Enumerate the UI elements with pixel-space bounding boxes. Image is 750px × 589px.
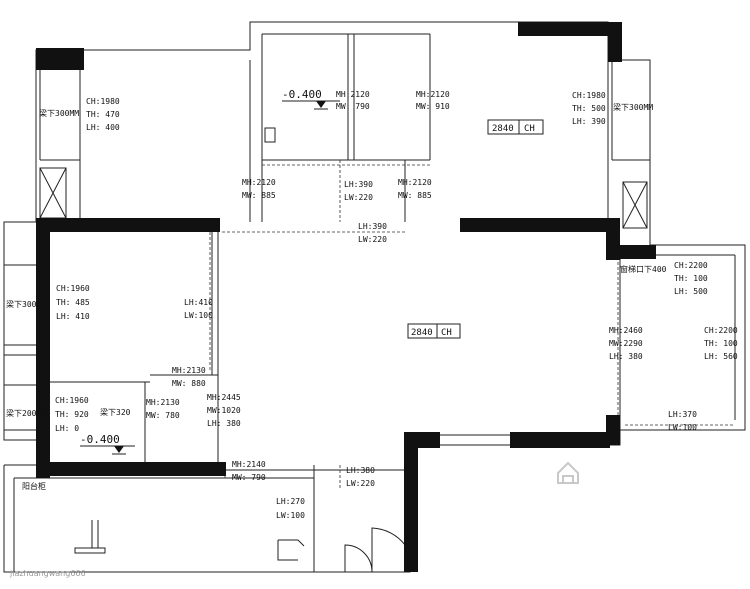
- annotation-line: LW:220: [358, 235, 387, 244]
- annotation-line: MH:2120: [336, 90, 370, 99]
- annotation-line: TH: 920: [55, 410, 89, 419]
- ch-value: 2840: [411, 328, 433, 338]
- annotation-center-door: MH:2445 MW:1020 LH: 380: [207, 393, 241, 428]
- annotation-right-room-mid: CH:2200 TH: 100 LH: 560: [704, 326, 738, 361]
- beam-note: 窗梯口下400: [620, 264, 667, 274]
- watermark-logo: [557, 461, 579, 484]
- annotation-line: LH:390: [358, 222, 387, 231]
- annotation-door-mid-left: MH:2120 MW: 885: [242, 178, 276, 200]
- annotation-line: LW:220: [346, 479, 375, 488]
- annotation-small-room: CH:1960 TH: 920 LH: 0: [55, 396, 89, 433]
- annotation-door-mid-right: MH:2120 MW: 885: [398, 178, 432, 200]
- annotation-line: LH: 410: [56, 312, 90, 321]
- annotation-line: MW: 790: [232, 473, 266, 482]
- annotation-bath1-window: MH:2120 MW: 790: [336, 90, 370, 111]
- annotation-line: LH: 380: [207, 419, 241, 428]
- annotation-door-mid-center: LH:390 LW:220: [344, 180, 373, 202]
- annotation-line: MH:2140: [232, 460, 266, 469]
- ch-unit: CH: [441, 328, 452, 338]
- annotation-line: LW:100: [668, 423, 697, 432]
- annotation-line: LH:380: [346, 466, 375, 475]
- annotation-line: LH: 500: [674, 287, 708, 296]
- outline-walls: [3, 21, 746, 573]
- annotation-line: LW:100: [184, 311, 213, 320]
- watermark-text: jiazhuangwang666: [9, 569, 86, 578]
- annotation-line: CH:2200: [674, 261, 708, 270]
- dashed-openings: [209, 160, 735, 490]
- ch-unit: CH: [524, 124, 535, 134]
- beam-note: 阳台柜: [22, 481, 46, 491]
- annotation-right-room-door: MH:2460 MW:2290 LH: 380: [609, 326, 643, 361]
- annotation-line: TH: 500: [572, 104, 606, 113]
- window-symbols: [39, 127, 648, 229]
- annotation-line: LH: 400: [86, 123, 120, 132]
- annotation-line: LW:220: [344, 193, 373, 202]
- annotation-line: TH: 485: [56, 298, 90, 307]
- annotation-line: CH:1960: [55, 396, 89, 405]
- annotation-line: LH: 560: [704, 352, 738, 361]
- annotation-tr-room: CH:1980 TH: 500 LH: 390: [572, 91, 606, 126]
- annotation-line: TH: 470: [86, 110, 120, 119]
- structural-walls: [36, 22, 656, 572]
- annotation-line: CH:1980: [572, 91, 606, 100]
- annotation-line: MH:2120: [398, 178, 432, 187]
- annotation-line: LH: 0: [55, 424, 79, 433]
- ch-value: 2840: [492, 124, 514, 134]
- annotation-line: MW: 885: [398, 191, 432, 200]
- annotation-line: TH: 100: [704, 339, 738, 348]
- beam-note: 梁下300MM: [613, 103, 653, 112]
- annotation-line: MW: 885: [242, 191, 276, 200]
- annotation-line: MW: 910: [416, 102, 450, 111]
- annotation-line: CH:2200: [704, 326, 738, 335]
- level-mark-top: -0.400: [282, 88, 340, 110]
- annotation-bottom-opening: LH:380 LW:220: [346, 466, 375, 488]
- beam-note: 梁下300MM: [6, 300, 46, 309]
- ceiling-height-box-main: 2840 CH: [407, 323, 461, 339]
- annotation-line: MH:2130: [172, 366, 206, 375]
- annotation-line: MH:2130: [146, 398, 180, 407]
- annotation-line: MH:2460: [609, 326, 643, 335]
- beam-note: 梁下300MM: [39, 109, 79, 118]
- annotation-line: MW: 790: [336, 102, 370, 111]
- annotation-line: MW:2290: [609, 339, 643, 348]
- annotation-line: MH:2445: [207, 393, 241, 402]
- annotation-line: LH:370: [668, 410, 697, 419]
- annotation-line: MH:2120: [242, 178, 276, 187]
- annotation-left-room: CH:1960 TH: 485 LH: 410: [56, 284, 90, 321]
- annotation-right-room-bottom: LH:370 LW:100: [668, 410, 697, 432]
- annotation-line: MW: 880: [172, 379, 206, 388]
- level-mark-bottom: -0.400: [80, 433, 135, 455]
- annotation-line: LH: 380: [609, 352, 643, 361]
- annotation-line: LH:410: [184, 298, 213, 307]
- beam-note: 梁下320: [100, 408, 131, 417]
- annotation-line: MH:2120: [416, 90, 450, 99]
- annotation-line: LH: 390: [572, 117, 606, 126]
- annotation-line: MW:1020: [207, 406, 241, 415]
- level-value: -0.400: [80, 433, 120, 446]
- annotation-bath2-window: MH:2120 MW: 910: [416, 90, 450, 111]
- annotation-corridor-top: LH:390 LW:220: [358, 222, 387, 244]
- annotation-line: CH:1980: [86, 97, 120, 106]
- ceiling-height-box-top: 2840 CH: [487, 119, 544, 135]
- annotation-right-room-top: CH:2200 TH: 100 LH: 500: [674, 261, 708, 296]
- annotation-bottom-room: LH:270 LW:100: [276, 497, 305, 520]
- annotation-bottom-door: MH:2140 MW: 790: [232, 460, 266, 482]
- annotation-line: LW:100: [276, 511, 305, 520]
- beam-notes: 梁下300MM 梁下300MM 梁下300MM 梁下200MM 窗梯口下400 …: [6, 103, 667, 491]
- annotation-small-room-door: MH:2130 MW: 780: [146, 398, 180, 420]
- annotation-left-room-opening: LH:410 LW:100: [184, 298, 213, 320]
- annotation-line: CH:1960: [56, 284, 90, 293]
- annotation-line: MW: 780: [146, 411, 180, 420]
- level-value: -0.400: [282, 88, 322, 101]
- beam-note: 梁下200MM: [6, 409, 46, 418]
- annotation-left-room-door: MH:2130 MW: 880: [172, 366, 206, 388]
- annotation-line: LH:390: [344, 180, 373, 189]
- annotation-line: TH: 100: [674, 274, 708, 283]
- annotation-line: LH:270: [276, 497, 305, 506]
- annotation-tl-room: CH:1980 TH: 470 LH: 400: [86, 97, 120, 132]
